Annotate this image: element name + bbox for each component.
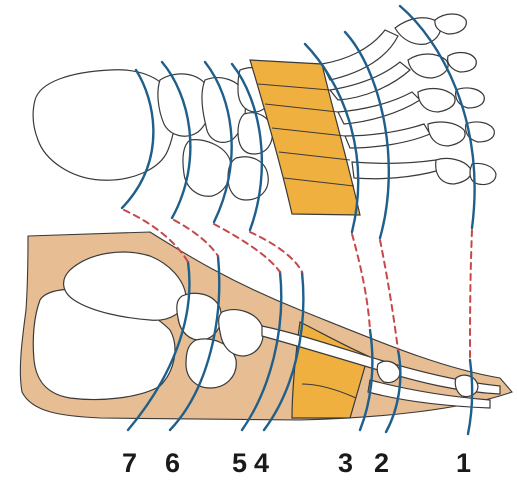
label-5: 5 bbox=[232, 448, 247, 478]
label-4: 4 bbox=[254, 448, 269, 478]
toe-2-tip-dorsal bbox=[448, 53, 477, 72]
connector-3 bbox=[352, 234, 370, 330]
toe-1-tip-dorsal bbox=[435, 14, 466, 34]
connector-4 bbox=[250, 232, 302, 272]
label-7: 7 bbox=[122, 448, 137, 478]
metatarsal-5 bbox=[352, 160, 440, 179]
connector-1 bbox=[470, 230, 472, 360]
number-labels: 7 6 5 4 3 2 1 bbox=[122, 448, 471, 478]
label-1: 1 bbox=[456, 448, 471, 478]
toe-1-dorsal bbox=[395, 18, 440, 45]
lateral-view bbox=[20, 232, 512, 434]
toe-5-dorsal bbox=[436, 158, 471, 184]
dorsal-view bbox=[33, 6, 496, 238]
label-2: 2 bbox=[374, 448, 389, 478]
label-3: 3 bbox=[338, 448, 353, 478]
toe-3-dorsal bbox=[418, 89, 455, 112]
connector-2 bbox=[380, 240, 398, 350]
label-6: 6 bbox=[165, 448, 180, 478]
toe-4-dorsal bbox=[428, 122, 465, 146]
connector-5 bbox=[214, 224, 280, 272]
